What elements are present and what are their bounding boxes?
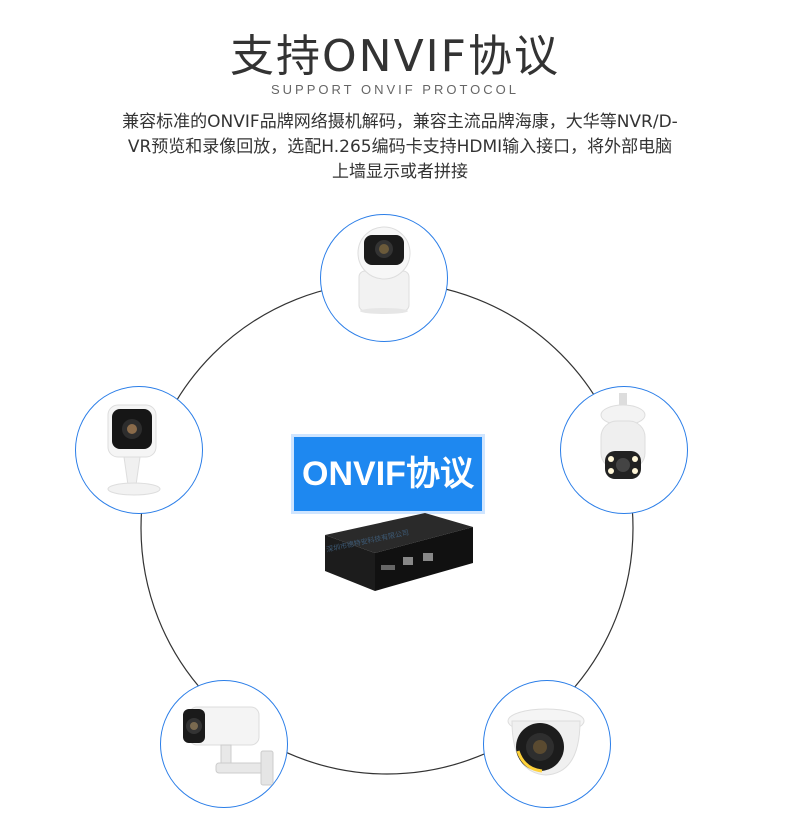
- camera-node-top: [320, 214, 448, 342]
- onvif-protocol-badge: ONVIF协议: [291, 434, 485, 514]
- ptz-speed-dome-icon: [600, 393, 646, 479]
- turret-camera-icon: [507, 708, 585, 776]
- camera-node-left: [75, 386, 203, 514]
- description: 兼容标准的ONVIF品牌网络摄机解码，兼容主流品牌海康，大华等NVR/D- VR…: [40, 110, 760, 185]
- pan-tilt-indoor-camera-icon: [357, 226, 411, 314]
- bullet-camera-icon: [183, 706, 274, 786]
- description-line-2: VR预览和录像回放，选配H.265编码卡支持HDMI输入接口，将外部电脑: [127, 137, 673, 157]
- camera-node-bottom-left: [160, 680, 288, 808]
- mini-cube-camera-icon: [107, 404, 161, 496]
- description-line-3: 上墙显示或者拼接: [332, 162, 468, 182]
- camera-node-bottom-right: [483, 680, 611, 808]
- page-title: 支持ONVIF协议: [230, 31, 560, 82]
- camera-node-right: [560, 386, 688, 514]
- description-line-1: 兼容标准的ONVIF品牌网络摄机解码，兼容主流品牌海康，大华等NVR/D-: [122, 112, 678, 132]
- decoder-device-icon: 深圳市德特安科技有限公司: [325, 513, 473, 591]
- page-subtitle: SUPPORT ONVIF PROTOCOL: [270, 82, 520, 97]
